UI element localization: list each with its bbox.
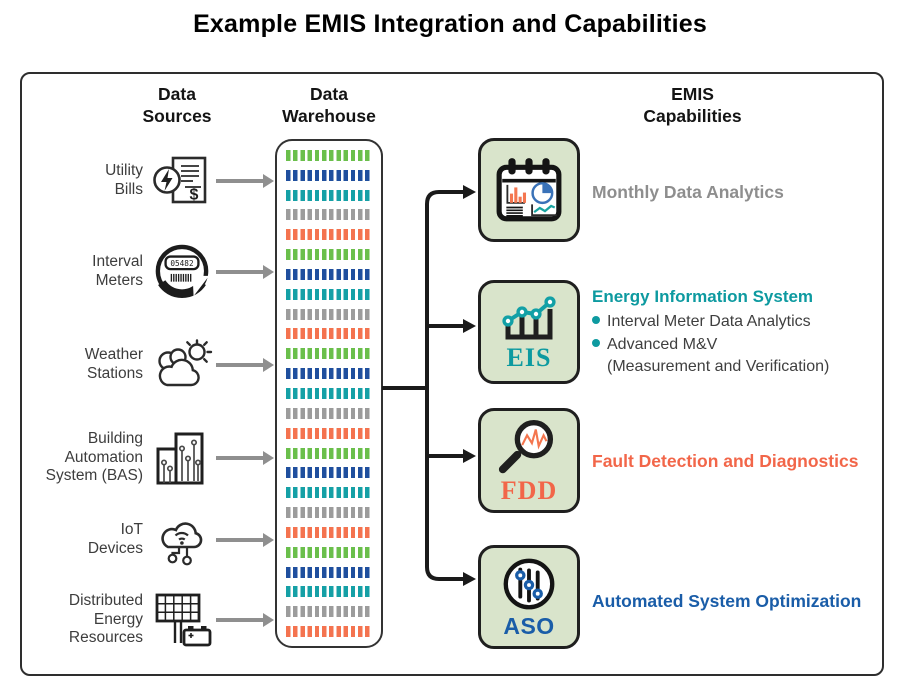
warehouse-dash-row bbox=[286, 586, 372, 598]
source-label: Utility Bills bbox=[105, 162, 143, 198]
eis-card: EIS bbox=[478, 280, 580, 384]
warehouse-dash-row bbox=[286, 249, 372, 261]
warehouse-dash-row bbox=[286, 209, 372, 221]
data-sources-header: Data Sources bbox=[142, 84, 212, 126]
source-row-iot-devices: IoT Devices bbox=[28, 502, 274, 578]
eis-bullet-2: Advanced M&V bbox=[592, 334, 892, 357]
magnifier-chart-icon bbox=[498, 419, 554, 473]
fdd-card: FDD bbox=[478, 408, 580, 513]
source-arrow bbox=[214, 450, 274, 466]
fdd-label: Fault Detection and Diagnostics bbox=[592, 451, 859, 471]
warehouse-dash-row bbox=[286, 348, 372, 360]
warehouse-dash-row bbox=[286, 189, 372, 201]
aso-card: ASO bbox=[478, 545, 580, 649]
eis-title: Energy Information System bbox=[592, 287, 814, 306]
source-arrow bbox=[214, 612, 274, 628]
connector-lines bbox=[382, 185, 476, 586]
iot-cloud-icon bbox=[150, 513, 214, 567]
warehouse-dash-row bbox=[286, 149, 372, 161]
eis-text-block: Energy Information System Interval Meter… bbox=[592, 287, 892, 379]
source-arrow bbox=[214, 264, 274, 280]
fdd-acronym: FDD bbox=[500, 475, 558, 505]
utility-bills-icon: $ bbox=[150, 156, 214, 206]
warehouse-dash-row bbox=[286, 268, 372, 280]
source-row-bas: Building Automation System (BAS) bbox=[28, 420, 274, 496]
page-title: Example EMIS Integration and Capabilitie… bbox=[193, 10, 707, 38]
bullet-dot-icon bbox=[592, 316, 600, 324]
source-label: Interval Meters bbox=[92, 253, 143, 289]
data-warehouse-header: Data Warehouse bbox=[282, 84, 376, 126]
warehouse-dash-row bbox=[286, 368, 372, 380]
warehouse-dash-row bbox=[286, 407, 372, 419]
interval-meter-icon: 05482 bbox=[150, 244, 214, 300]
warehouse-dash-row bbox=[286, 308, 372, 320]
eis-bullet-1: Interval Meter Data Analytics bbox=[592, 311, 892, 334]
warehouse-dash-row bbox=[286, 566, 372, 578]
source-row-utility-bills: Utility Bills $ bbox=[28, 143, 274, 219]
source-arrow bbox=[214, 357, 274, 373]
source-label: Distributed Energy Resources bbox=[68, 591, 143, 647]
warehouse-dash-row bbox=[286, 546, 372, 558]
source-row-der: Distributed Energy Resources bbox=[28, 582, 274, 658]
monthly-analytics-card bbox=[478, 138, 580, 242]
bullet-dot-icon bbox=[592, 338, 600, 347]
warehouse-dash-row bbox=[286, 606, 372, 618]
eis-note: (Measurement and Verification) bbox=[607, 358, 830, 376]
warehouse-dash-row bbox=[286, 169, 372, 181]
source-label: IoT Devices bbox=[87, 521, 143, 557]
warehouse-dash-row bbox=[286, 626, 372, 638]
source-row-interval-meters: Interval Meters 05482 bbox=[28, 234, 274, 310]
weather-station-icon bbox=[150, 339, 214, 391]
source-label: Building Automation System (BAS) bbox=[45, 429, 143, 485]
warehouse-dash-row bbox=[286, 526, 372, 538]
warehouse-dash-row bbox=[286, 387, 372, 399]
svg-text:05482: 05482 bbox=[170, 259, 193, 268]
warehouse-dash-row bbox=[286, 229, 372, 241]
warehouse-dash-row bbox=[286, 447, 372, 459]
building-automation-icon bbox=[150, 429, 214, 487]
warehouse-dash-row bbox=[286, 328, 372, 340]
eis-chart-icon bbox=[502, 296, 556, 340]
solar-battery-icon bbox=[150, 592, 214, 648]
aso-label: Automated System Optimization bbox=[592, 591, 862, 611]
monthly-analytics-label: Monthly Data Analytics bbox=[592, 182, 784, 202]
source-arrow bbox=[214, 173, 274, 189]
svg-text:$: $ bbox=[190, 187, 199, 204]
warehouse-dash-row bbox=[286, 467, 372, 479]
aso-acronym: ASO bbox=[503, 612, 555, 639]
emis-capabilities-header: EMIS Capabilities bbox=[643, 84, 742, 126]
warehouse-dash-row bbox=[286, 427, 372, 439]
sliders-circle-icon bbox=[503, 558, 555, 609]
warehouse-dash-row bbox=[286, 487, 372, 499]
eis-acronym: EIS bbox=[506, 343, 552, 372]
warehouse-dash-row bbox=[286, 507, 372, 519]
calendar-analytics-icon bbox=[496, 158, 562, 222]
data-warehouse-box bbox=[275, 139, 383, 648]
source-label: Weather Stations bbox=[84, 346, 143, 382]
warehouse-dash-row bbox=[286, 288, 372, 300]
source-arrow bbox=[214, 532, 274, 548]
source-row-weather-stations: Weather Stations bbox=[28, 327, 274, 403]
